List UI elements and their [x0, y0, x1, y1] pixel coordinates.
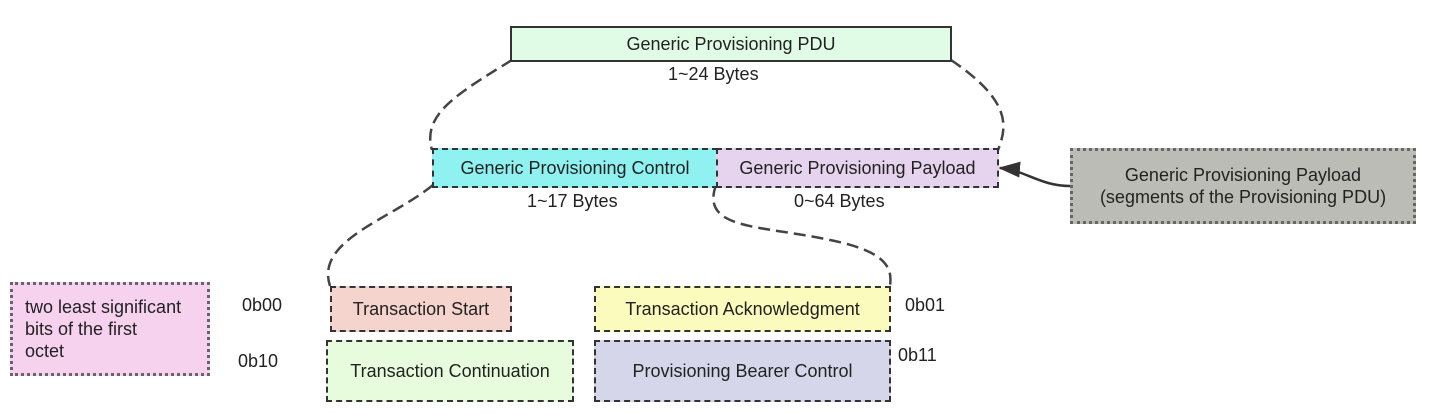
transaction-continuation-label: Transaction Continuation: [350, 360, 550, 381]
transaction-continuation-box: Transaction Continuation: [326, 340, 574, 402]
pdu-title: Generic Provisioning PDU: [626, 33, 836, 54]
pdu-right-connector: [950, 58, 1005, 151]
bits-note-line2: bits of the first: [25, 319, 138, 339]
bits-note-line3: octet: [25, 341, 65, 361]
payload-size-label: 0~64 Bytes: [794, 191, 885, 211]
transaction-acknowledgment-label: Transaction Acknowledgment: [625, 298, 860, 319]
provisioning-bearer-control-box: Provisioning Bearer Control: [594, 340, 891, 402]
control-left-connector: [326, 184, 434, 287]
code-0b01: 0b01: [905, 295, 946, 315]
provisioning-bearer-control-label: Provisioning Bearer Control: [632, 360, 853, 381]
control-right-connector: [712, 184, 892, 287]
generic-provisioning-pdu-box: Generic Provisioning PDU: [510, 26, 952, 62]
control-title: Generic Provisioning Control: [460, 157, 690, 178]
code-0b11: 0b11: [898, 345, 937, 365]
bits-note-box: two least significant bits of the first …: [10, 282, 210, 376]
code-0b10: 0b10: [238, 351, 279, 371]
pdu-left-connector: [429, 58, 513, 151]
transaction-start-label: Transaction Start: [352, 298, 490, 319]
code-0b00: 0b00: [242, 295, 283, 315]
control-size-label: 1~17 Bytes: [527, 191, 618, 211]
generic-provisioning-control-box: Generic Provisioning Control: [432, 148, 718, 188]
payload-note-line2: (segments of the Provisioning PDU): [1099, 187, 1387, 207]
payload-note-arrow: [998, 161, 1071, 188]
transaction-start-box: Transaction Start: [330, 286, 512, 332]
bits-note-line1: two least significant: [25, 297, 182, 317]
generic-provisioning-payload-box: Generic Provisioning Payload: [716, 148, 999, 188]
payload-note-box: Generic Provisioning Payload (segments o…: [1070, 148, 1416, 224]
payload-title: Generic Provisioning Payload: [739, 157, 976, 178]
pdu-size-label: 1~24 Bytes: [668, 64, 759, 84]
transaction-acknowledgment-box: Transaction Acknowledgment: [594, 286, 891, 332]
payload-note-line1: Generic Provisioning Payload: [1124, 165, 1362, 185]
